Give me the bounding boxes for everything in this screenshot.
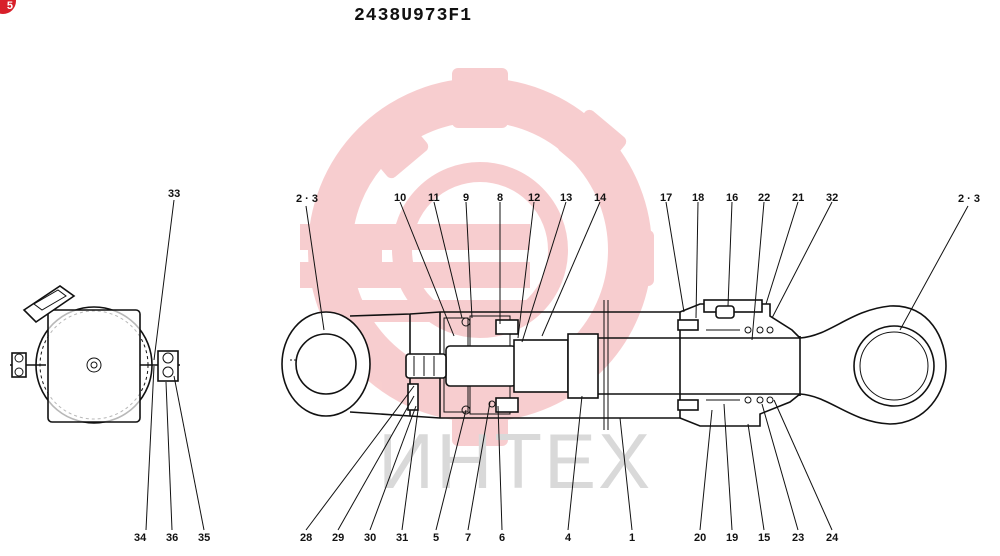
callout-34: 34 xyxy=(134,532,147,544)
callout-23: 23 xyxy=(792,532,804,544)
callout-18: 18 xyxy=(692,192,704,204)
callout-36: 36 xyxy=(166,532,178,544)
callout-1: 1 xyxy=(629,532,635,544)
callout-31: 31 xyxy=(396,532,408,544)
corner-badge: 5 xyxy=(0,0,16,14)
callout-11: 11 xyxy=(428,192,440,204)
callout-28: 28 xyxy=(300,532,312,544)
callout-5: 5 xyxy=(433,532,439,544)
callout-16: 16 xyxy=(726,192,738,204)
callout-33: 33 xyxy=(168,188,180,200)
callout-30: 30 xyxy=(364,532,376,544)
part-number: 2438U973F1 xyxy=(354,6,473,26)
callout-29: 29 xyxy=(332,532,344,544)
callout-14: 14 xyxy=(594,192,607,204)
callout-labels: 33 34 36 35 2 · 3 10 11 9 8 12 13 14 17 … xyxy=(134,188,980,544)
end-view xyxy=(10,285,180,424)
callout-13: 13 xyxy=(560,192,572,204)
callout-12: 12 xyxy=(528,192,540,204)
callout-21: 21 xyxy=(792,192,804,204)
callout-35: 35 xyxy=(198,532,210,544)
callout-7: 7 xyxy=(465,532,471,544)
callout-9: 9 xyxy=(463,192,469,204)
callout-8: 8 xyxy=(497,192,503,204)
callout-10: 10 xyxy=(394,192,406,204)
callout-20: 20 xyxy=(694,532,706,544)
callout-6: 6 xyxy=(499,532,505,544)
callout-2-3-right: 2 · 3 xyxy=(958,193,980,205)
callout-32: 32 xyxy=(826,192,838,204)
callout-4: 4 xyxy=(565,532,572,544)
callout-2-3-left: 2 · 3 xyxy=(296,193,318,205)
callout-22: 22 xyxy=(758,192,770,204)
watermark-logo xyxy=(300,68,654,446)
watermark-text: ИНТЕХ xyxy=(378,417,652,505)
callout-17: 17 xyxy=(660,192,672,204)
leader-lines xyxy=(145,199,969,531)
cylinder-body xyxy=(281,299,947,430)
callout-15: 15 xyxy=(758,532,770,544)
callout-24: 24 xyxy=(826,532,839,544)
callout-19: 19 xyxy=(726,532,738,544)
